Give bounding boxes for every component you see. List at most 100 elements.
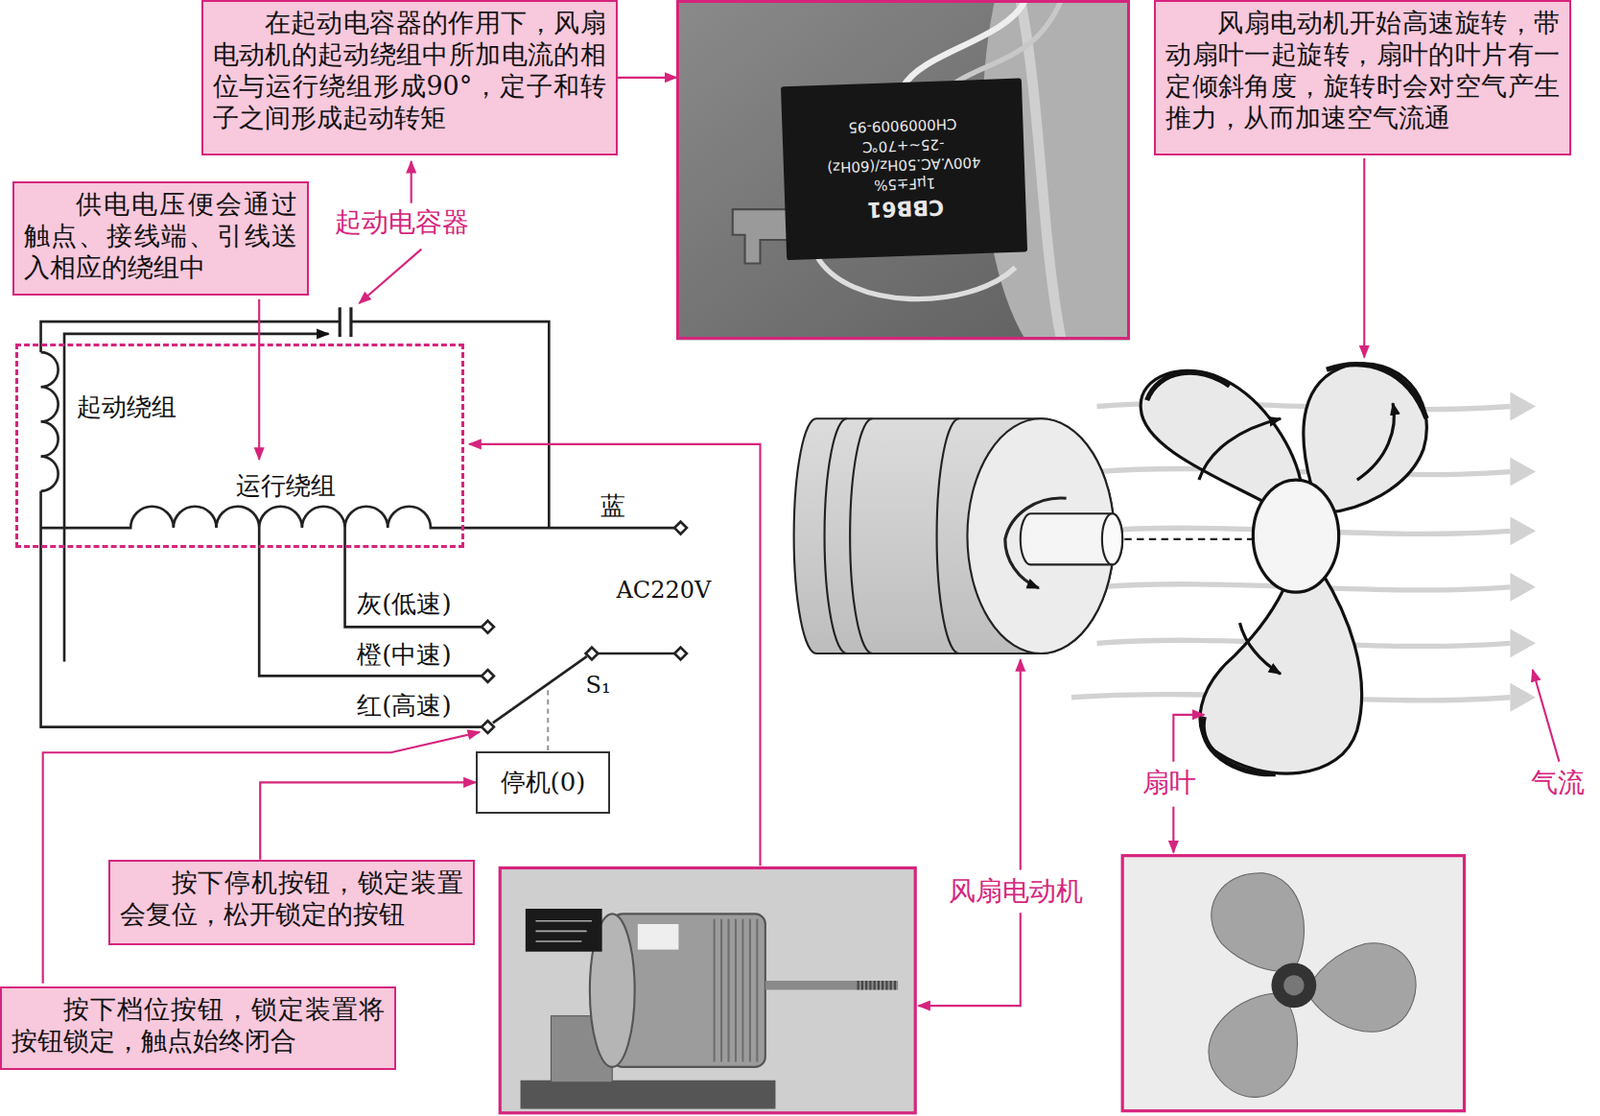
part-label: 风扇电动机: [948, 874, 1083, 907]
terminal: [674, 521, 687, 535]
hub-hole: [1283, 974, 1304, 995]
wire: [816, 255, 1015, 300]
airflow-head: [1509, 682, 1536, 712]
small-capacitor: [525, 908, 603, 952]
leader-line: [1532, 669, 1560, 762]
callout-text: 按下档位按钮，锁定装置将按钮锁定，触点始终闭合: [11, 993, 385, 1058]
switch-link: [546, 689, 549, 752]
callout-box: 按下档位按钮，锁定装置将按钮锁定，触点始终闭合: [0, 986, 397, 1070]
fan-hub: [1252, 479, 1339, 592]
label-holder: 起动绕组: [76, 393, 177, 423]
leader-line: [258, 299, 260, 460]
leader-line: [1172, 806, 1175, 853]
photo-frame: [499, 867, 916, 1112]
rotation-arrow: [1239, 622, 1281, 674]
part-label: 起动电容器: [334, 206, 470, 238]
capacitor-marking: 1μF±5%: [872, 173, 936, 195]
photo-ground: [676, 0, 1130, 340]
capacitor-body: CBB611μF±5%400V.AC.50Hz/(60Hz)-25~+70℃CH…: [780, 78, 1028, 260]
callout-text: 风扇电动机开始高速旋转，带动扇叶一起旋转，扇叶的叶片有一定倾斜角度，旋转时会对空…: [1165, 7, 1560, 135]
contact: [481, 669, 495, 683]
label-holder: S₁: [586, 672, 612, 700]
wire: [41, 321, 341, 353]
label-holder: AC220V: [616, 577, 712, 605]
housing-highlight: [1020, 0, 1062, 340]
rotation-arrow: [1005, 497, 1067, 589]
wire-low: [345, 527, 483, 627]
callout-arrow: [259, 781, 475, 859]
wire: [597, 652, 675, 656]
wire-high: [41, 491, 483, 728]
terminal: [674, 647, 687, 660]
motor-shaft: [765, 980, 898, 990]
motor-shaft: [1020, 513, 1123, 565]
capacitor-marking: 400V.AC.50Hz/(60Hz): [826, 152, 982, 178]
winding-label: 运行绕组: [235, 470, 336, 500]
cooling-fins: [714, 918, 758, 1062]
label-holder: 气流: [1530, 767, 1585, 799]
shaft-thread: [857, 980, 899, 990]
label-holder: 扇叶: [1142, 767, 1197, 799]
label-holder: 起动电容器: [334, 207, 470, 238]
callout-box: 按下停机按钮，锁定装置会复位，松开锁定的按钮: [108, 859, 475, 945]
blade-set: [1191, 872, 1433, 1113]
leader-line: [469, 444, 760, 866]
part-label: 气流: [1530, 766, 1585, 799]
leader-line: [1173, 714, 1204, 762]
start-winding-coil: [41, 352, 59, 492]
blade-edge: [1147, 372, 1230, 400]
airflow-head: [1509, 628, 1536, 658]
capacitor-marking: CH0009009-95: [847, 114, 958, 138]
axis-line: [1124, 538, 1260, 541]
label-holder: 运行绕组: [235, 471, 336, 501]
rotation-arrow: [1199, 418, 1281, 480]
blade-hub: [1270, 962, 1317, 1008]
blade: [1300, 920, 1433, 1051]
blade-edge: [1326, 364, 1427, 420]
fan-blade: [1200, 571, 1363, 774]
winding-group: 起动绕组运行绕组: [15, 343, 465, 548]
fan-photo-art: [1122, 855, 1464, 1113]
stop-button: 停机(0): [475, 751, 611, 814]
leader-line: [1019, 658, 1022, 870]
callout-text: 按下停机按钮，锁定装置会复位，松开锁定的按钮: [119, 867, 464, 931]
leader-line: [917, 912, 1020, 1006]
wire-color: 蓝: [600, 491, 626, 520]
leader-line: [410, 161, 413, 204]
circuit: [41, 306, 687, 752]
label-holder: 红(高速): [356, 691, 451, 721]
callout-box: 在起动电容器的作用下，风扇电动机的起动绕组中所加电流的相位与运行绕组形成90°，…: [201, 0, 618, 156]
motor-groove: [824, 418, 960, 654]
wire-color: 红(高速): [356, 690, 451, 720]
blade-edge: [1202, 716, 1276, 775]
motor-base: [520, 1080, 777, 1109]
leader-line: [358, 249, 422, 304]
photo-frame: [1122, 855, 1464, 1111]
wire-color: 灰(低速): [356, 588, 451, 618]
button-label: 停机(0): [500, 767, 587, 798]
wire-mid: [258, 527, 482, 676]
rating-sticker: [637, 923, 680, 950]
callout-box: 供电电压便会通过触点、接线端、引线送入相应的绕组中: [12, 181, 310, 296]
label-holder: 灰(低速): [356, 589, 451, 619]
label-holder: 蓝: [600, 492, 626, 521]
label-holder: 风扇电动机: [948, 875, 1083, 907]
wire: [902, 0, 1026, 87]
label-holder: 橙(中速): [356, 640, 451, 670]
airflow-line: [1097, 469, 1511, 475]
wire-color: 橙(中速): [356, 639, 451, 669]
blade: [1211, 872, 1305, 972]
callout-text: 在起动电容器的作用下，风扇电动机的起动绕组中所加电流的相位与运行绕组形成90°，…: [212, 7, 607, 135]
callout-arrow: [617, 76, 678, 79]
run-winding-coil: [41, 506, 676, 528]
capacitor-photo-art: [676, 0, 1130, 340]
callout-box: 风扇电动机开始高速旋转，带动扇叶一起旋转，扇叶的叶片有一定倾斜角度，旋转时会对空…: [1153, 0, 1572, 156]
rotation-arrow: [1357, 402, 1395, 480]
airflow-head: [1509, 572, 1536, 602]
part-label: 扇叶: [1142, 766, 1197, 799]
switch-blade: [493, 656, 588, 723]
wire: [351, 321, 549, 528]
fan-illustration: [1140, 363, 1427, 775]
capacitor-marking: -25~+70℃: [861, 134, 944, 157]
